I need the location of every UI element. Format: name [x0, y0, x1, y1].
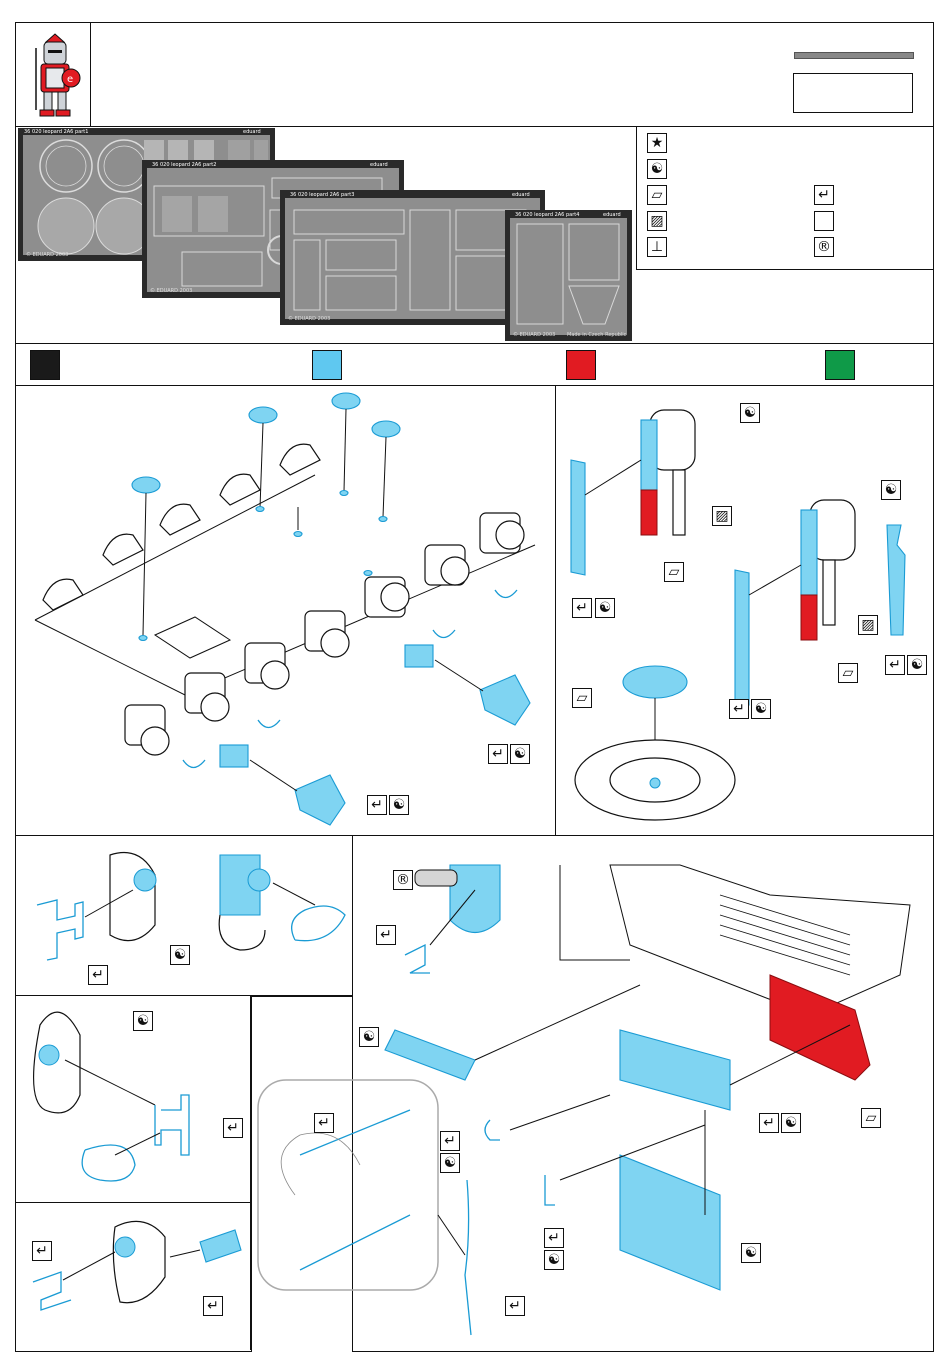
bend-icon: ↵: [544, 1228, 564, 1248]
flat-part-icon: ▱: [647, 185, 667, 205]
bend-icon: ↵: [488, 744, 508, 764]
bend-icon: ↵: [814, 185, 834, 205]
bend-icon: ↵: [314, 1113, 334, 1133]
flat-part-icon: ▱: [572, 688, 592, 708]
star-icon: ★: [647, 133, 667, 153]
yin-yang-icon: ☯: [647, 159, 667, 179]
yin-yang-icon: ☯: [741, 1243, 761, 1263]
pe-sheet-4-caption: Made in Czech Republic: [567, 332, 626, 338]
yin-yang-icon: ☯: [359, 1027, 379, 1047]
code-box: [793, 73, 913, 113]
swatch-black: [30, 350, 60, 380]
bend-icon: ↵: [885, 655, 905, 675]
track-assembly-drawing: [15, 385, 555, 835]
yin-yang-icon: ☯: [781, 1113, 801, 1133]
pe-sheet-4: 36 020 leopard 2A6 part4 eduard © EDUARD…: [505, 210, 632, 341]
registered-icon: ®: [393, 870, 413, 890]
bend-icon: ↵: [572, 598, 592, 618]
bend-icon: ↵: [376, 925, 396, 945]
hatched-icon: ▨: [858, 615, 878, 635]
yin-yang-icon: ☯: [544, 1250, 564, 1270]
pe-sheet-1-footer: © EDUARD 2003: [26, 252, 68, 258]
bend-icon: ↵: [203, 1296, 223, 1316]
flat-part-icon: ▱: [664, 562, 684, 582]
bend-icon: ↵: [223, 1118, 243, 1138]
bend-icon: ↵: [367, 795, 387, 815]
pe-sheet-4-footer: © EDUARD 2003: [513, 332, 555, 338]
hatched-icon: ▨: [712, 506, 732, 526]
flat-part-icon: ▱: [861, 1108, 881, 1128]
drill-icon: ⊥: [647, 237, 667, 257]
bend-icon: ↵: [729, 699, 749, 719]
yin-yang-icon: ☯: [751, 699, 771, 719]
bend-icon: ↵: [505, 1296, 525, 1316]
swatch-red: [566, 350, 596, 380]
yin-yang-icon: ☯: [133, 1011, 153, 1031]
pe-sheet-3-footer: © EDUARD 2003: [288, 316, 330, 322]
tow-hook-drawing: [15, 1202, 250, 1350]
yin-yang-icon: ☯: [440, 1153, 460, 1173]
empty-box-icon: [814, 211, 834, 231]
bend-icon: ↵: [32, 1241, 52, 1261]
bend-icon: ↵: [759, 1113, 779, 1133]
header-divider: [90, 22, 91, 126]
hatched-icon: ▨: [647, 211, 667, 231]
rear-hull-drawing: [250, 835, 932, 1350]
swatch-green: [825, 350, 855, 380]
yin-yang-icon: ☯: [170, 945, 190, 965]
yin-yang-icon: ☯: [595, 598, 615, 618]
palette-frame: [15, 343, 934, 387]
bend-icon: ↵: [440, 1131, 460, 1151]
flat-part-icon: ▱: [838, 663, 858, 683]
swatch-light-blue: [312, 350, 342, 380]
yin-yang-icon: ☯: [510, 744, 530, 764]
yin-yang-icon: ☯: [881, 480, 901, 500]
yin-yang-icon: ☯: [907, 655, 927, 675]
pe-sheet-2-footer: © EDUARD 2003: [150, 288, 192, 294]
knight-mascot-logo: e: [24, 30, 86, 120]
yin-yang-icon: ☯: [389, 795, 409, 815]
yin-yang-icon: ☯: [740, 403, 760, 423]
svg-text:e: e: [67, 74, 73, 85]
registered-icon: ®: [814, 237, 834, 257]
title-bar: [794, 52, 914, 59]
bend-icon: ↵: [88, 965, 108, 985]
sheets-legend-divider: [636, 126, 637, 270]
legend-bottom-line: [636, 269, 933, 270]
